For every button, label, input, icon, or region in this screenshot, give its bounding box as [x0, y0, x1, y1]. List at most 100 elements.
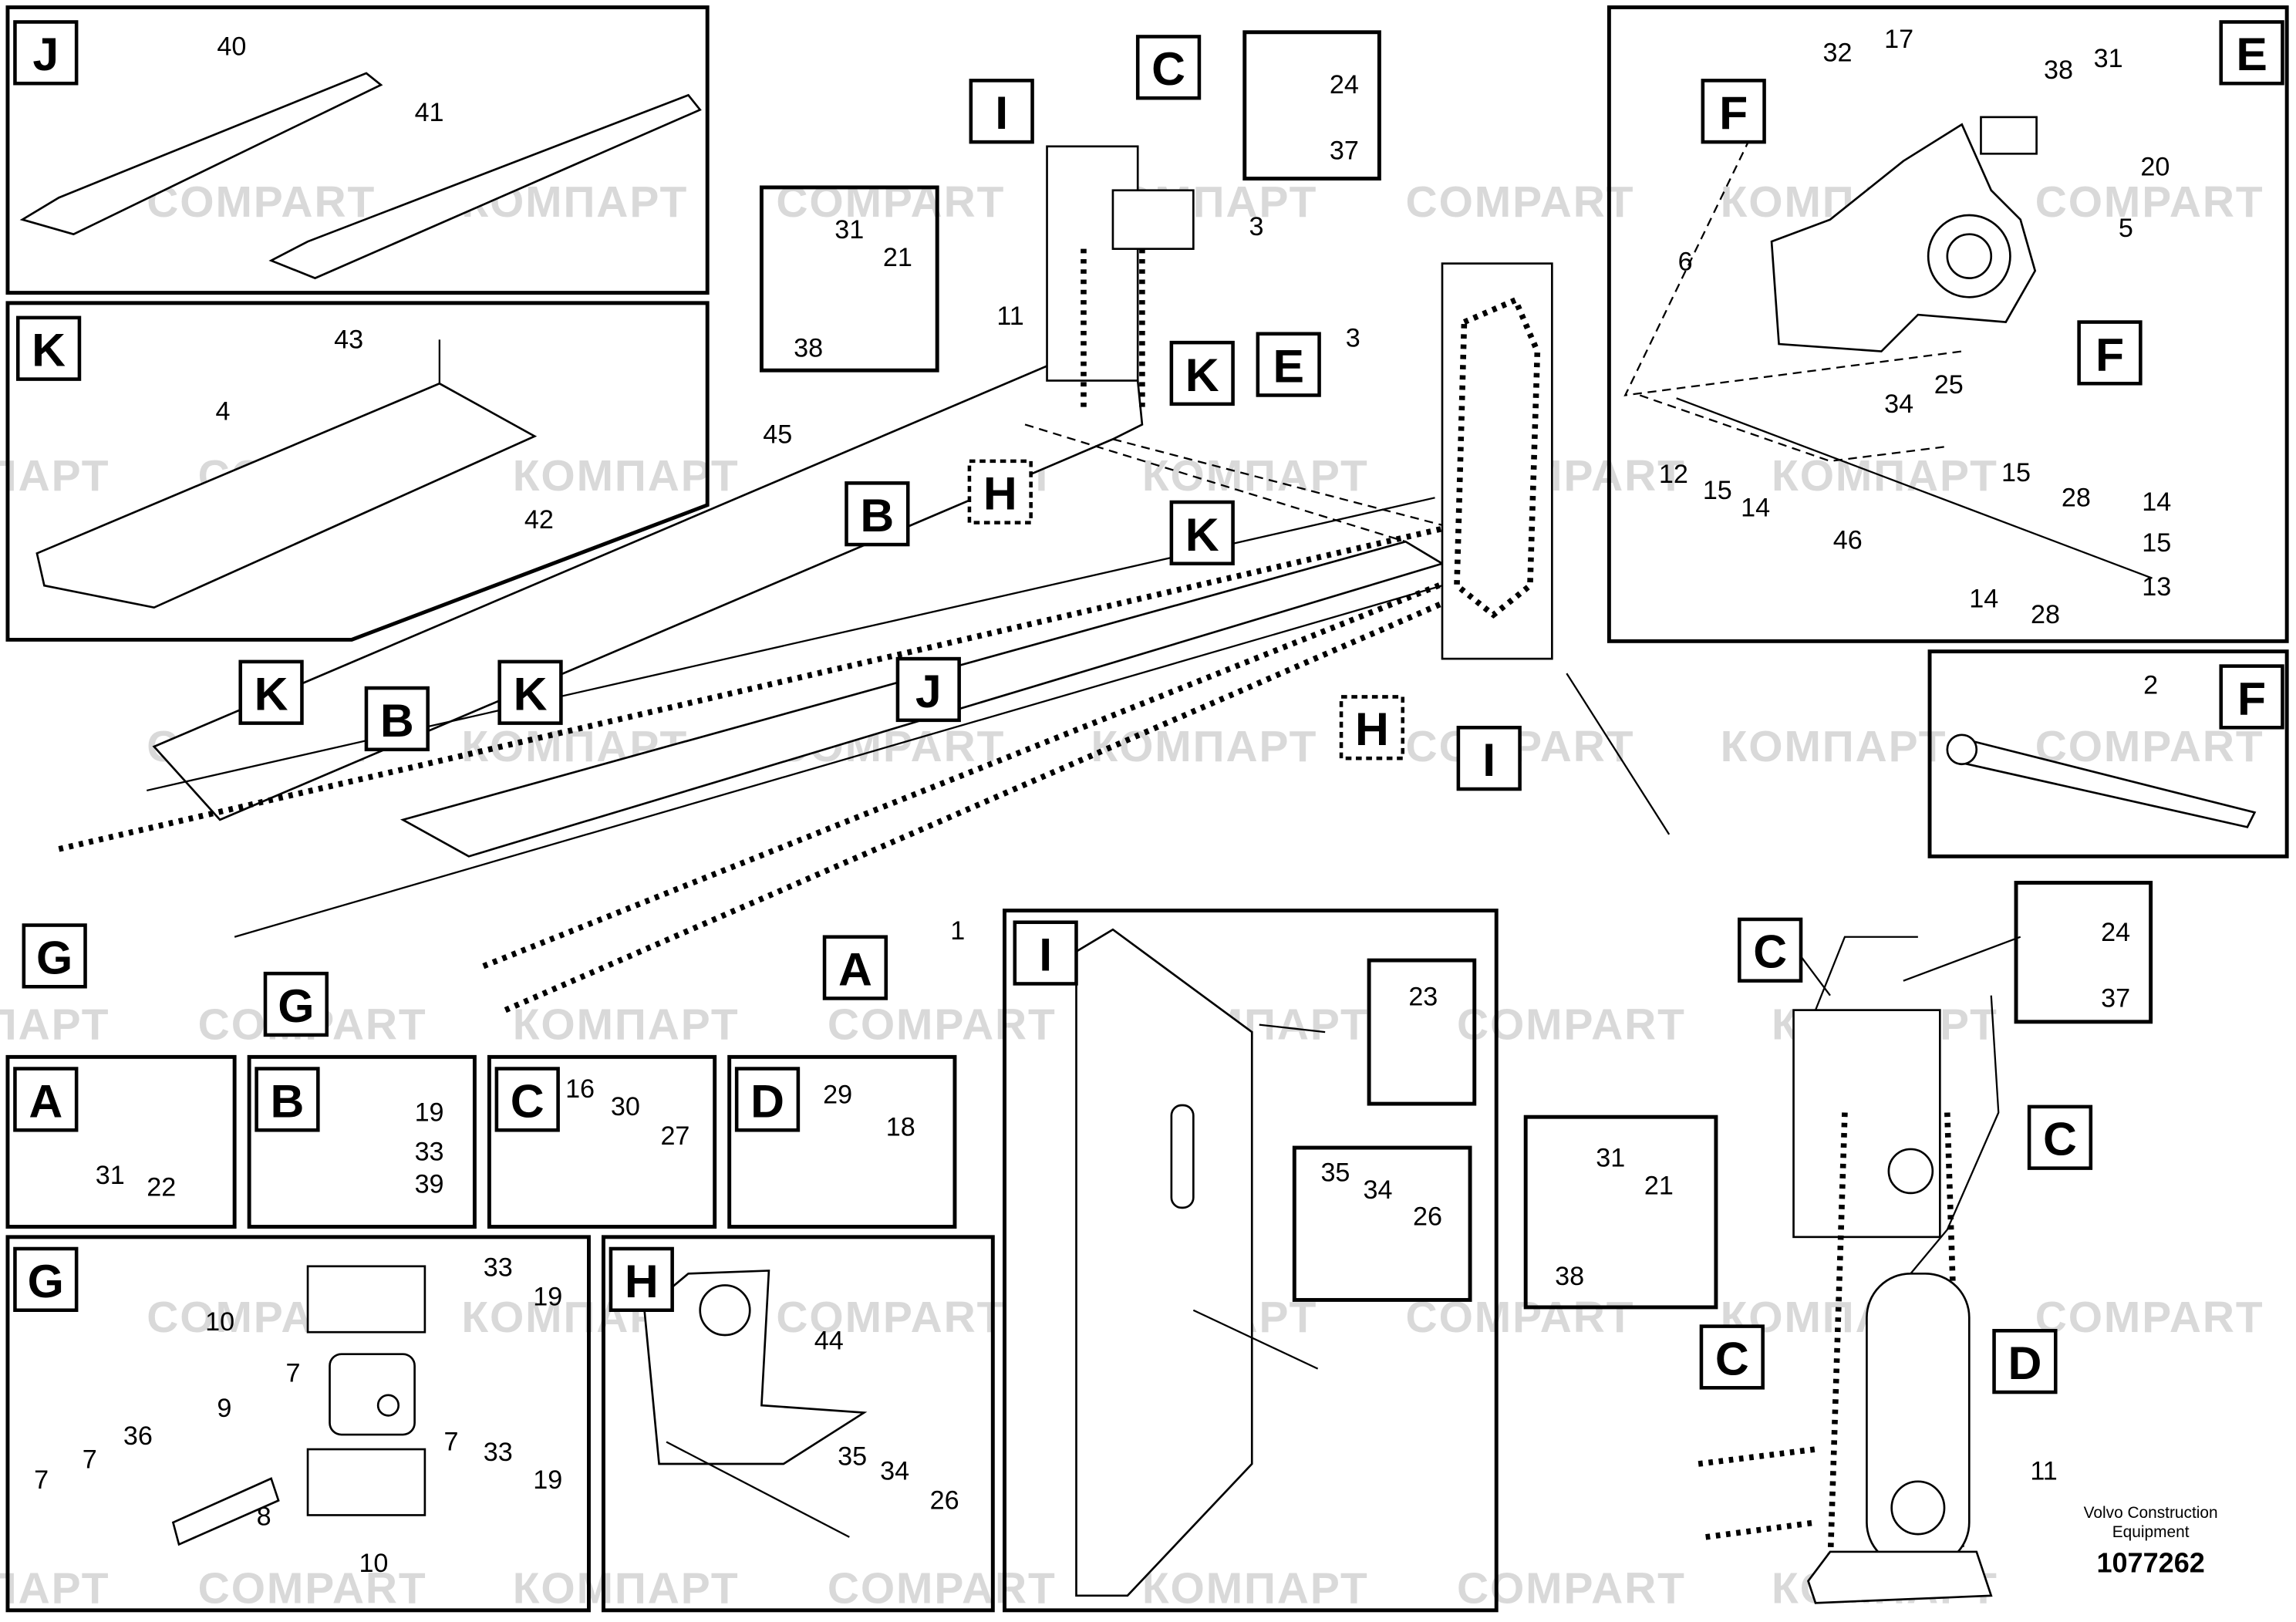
view-label-e-sub-f: F [2077, 320, 2143, 386]
view-label-main-e: E [1256, 332, 1321, 397]
part-callout: 24 [2101, 918, 2130, 947]
view-label-main-k: K [497, 659, 563, 725]
view-label-e-sub-f: F [1701, 79, 1766, 144]
part-callout: 40 [217, 32, 246, 62]
view-label-main-b: B [845, 481, 910, 547]
part-callout: 1 [950, 916, 965, 946]
part-callout: 14 [2142, 487, 2171, 517]
part-callout: 20 [2140, 152, 2170, 181]
part-callout: 13 [2142, 572, 2171, 602]
view-label-box [238, 659, 304, 725]
panel-a [5, 1054, 237, 1229]
view-label-main-a: A [822, 935, 888, 1000]
view-label-main-g: G [263, 971, 329, 1037]
view-label-box [609, 1246, 674, 1313]
watermark-text: КОМПАРТ [1721, 722, 1947, 771]
part-callout: 31 [1596, 1143, 1625, 1172]
view-letter: F [2095, 328, 2124, 380]
title-company-line1: Volvo Construction [2084, 1504, 2218, 1522]
view-label-box [255, 1067, 320, 1132]
view-letter: C [1151, 42, 1185, 95]
view-label-box [1169, 340, 1235, 406]
part-callout: 28 [2062, 483, 2091, 512]
drawing-number: 1077262 [2096, 1546, 2204, 1578]
part-callout: 25 [1934, 370, 1964, 400]
view-label-main-b: B [364, 686, 430, 752]
view-letter: F [2237, 672, 2266, 724]
view-label-box [1699, 1324, 1765, 1390]
view-letter: B [380, 694, 414, 747]
part-callout: 4 [215, 396, 230, 426]
view-label-main-i: I [1456, 726, 1522, 791]
view-letter: D [750, 1074, 784, 1127]
view-letter: H [983, 467, 1017, 520]
view-label-panel-k: K [15, 315, 82, 381]
view-label-main-k: K [1169, 340, 1235, 406]
view-letter: C [2043, 1113, 2077, 1165]
part-callout: 33 [484, 1438, 513, 1467]
view-label-main-c: C [1135, 35, 1202, 100]
part-callout: 11 [996, 302, 1023, 331]
watermark-text: КОМПАРТ [1142, 1563, 1369, 1613]
view-label-panel-c: C [494, 1067, 560, 1132]
part-drawings [19, 72, 2257, 1604]
part-callout: 15 [1703, 476, 1732, 505]
view-letter: K [32, 324, 66, 376]
part-callout: 15 [2142, 528, 2171, 558]
callout-box-35-34-26 [1292, 1145, 1472, 1302]
part-callout: 26 [930, 1485, 959, 1515]
part-callout: 45 [763, 420, 792, 450]
view-label-drive-d: D [1992, 1329, 2058, 1394]
part-callout: 10 [205, 1307, 234, 1337]
part-callout: 7 [444, 1428, 459, 1457]
view-label-main-k: K [238, 659, 304, 725]
view-letter: E [1273, 340, 1304, 393]
view-label-panel-d: D [734, 1067, 801, 1132]
watermark-text: COMPART [1406, 177, 1635, 227]
part-callout: 6 [1678, 248, 1693, 277]
part-callout: 39 [415, 1169, 444, 1199]
part-callout: 37 [2101, 983, 2130, 1013]
part-callout: 3 [1249, 212, 1263, 241]
view-label-box [15, 315, 82, 381]
part-callout: 7 [83, 1445, 97, 1474]
part-callout: 32 [1822, 38, 1852, 67]
panel-k [5, 301, 710, 642]
part-callout: 19 [415, 1098, 444, 1127]
view-label-box [2027, 1104, 2093, 1170]
part-callout: 5 [2119, 214, 2133, 243]
part-callout: 34 [1884, 389, 1913, 419]
view-label-main-j: J [895, 656, 961, 723]
part-callout: 10 [359, 1549, 388, 1578]
part-callout: 46 [1833, 525, 1863, 555]
view-label-panel-j: J [13, 20, 79, 86]
view-label-box [734, 1067, 801, 1132]
view-label-box [845, 481, 910, 547]
part-callout: 16 [565, 1074, 595, 1104]
part-callout: 18 [886, 1112, 915, 1141]
part-callout: 14 [1741, 494, 1770, 523]
view-label-box [2219, 664, 2284, 730]
view-label-main-h: H [1339, 695, 1405, 760]
part-callout: 38 [2044, 56, 2073, 85]
view-label-box [1339, 695, 1405, 760]
view-letter: G [36, 931, 72, 983]
view-label-panel-e: E [2219, 20, 2284, 86]
part-callout: 21 [1644, 1171, 1674, 1200]
part-callout: 43 [334, 325, 363, 354]
part-callout: 9 [217, 1394, 231, 1423]
view-label-box [2077, 320, 2143, 386]
panel-b [247, 1054, 477, 1229]
watermark-text: COMPART [1457, 1000, 1686, 1050]
watermark-text: КОМПАРТ [1772, 451, 1998, 501]
view-label-box [364, 686, 430, 752]
view-label-box [1701, 79, 1766, 144]
watermark-text: КОМПАРТ [513, 451, 740, 501]
view-letter: K [1185, 508, 1219, 561]
part-callout: 31 [96, 1161, 125, 1190]
part-callout: 31 [834, 215, 864, 244]
view-label-drive-c: C [2027, 1104, 2093, 1170]
callout-box-31-21-38-right [1523, 1114, 1718, 1310]
